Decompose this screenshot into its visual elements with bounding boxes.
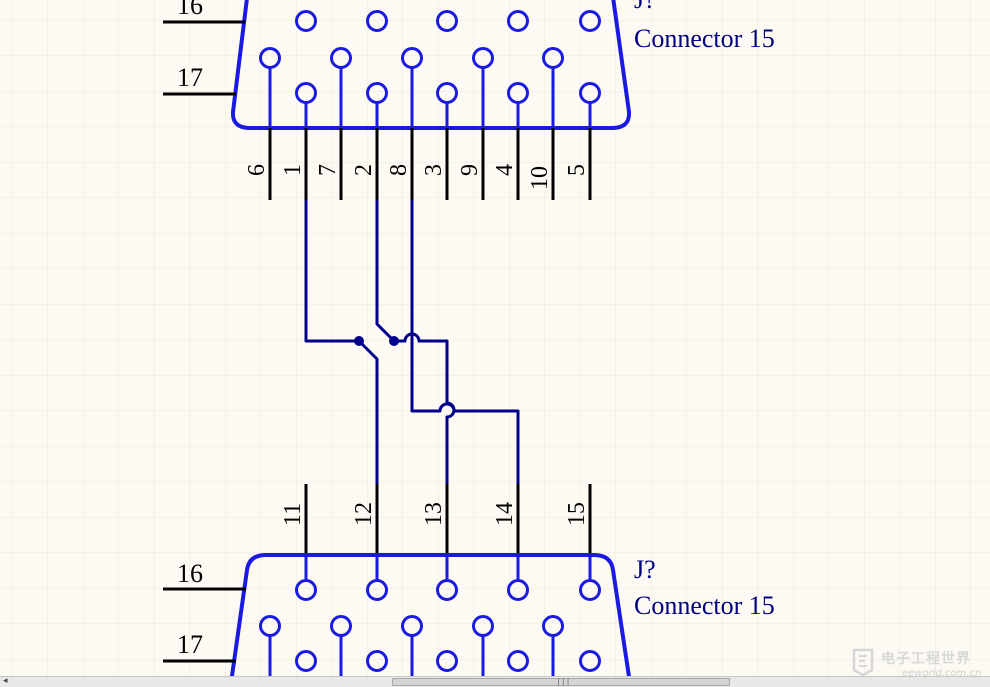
top-connector-outline (230, 0, 632, 130)
wire-pin2-to-pin13 (375, 200, 456, 485)
top-pin-label-4: 4 (492, 164, 518, 176)
top-pin-label-5: 5 (564, 164, 590, 176)
junction-dot (389, 336, 399, 346)
top-connector-pin-labels: 6 1 7 2 8 3 9 4 10 5 (244, 164, 590, 190)
top-connector-designator: J? (634, 0, 656, 14)
bottom-connector[interactable]: 11 12 13 14 15 16 17 J? Connector 15 (163, 484, 775, 676)
bottom-connector-pin-stubs (268, 556, 592, 676)
top-pin-label-3: 3 (421, 164, 447, 176)
horizontal-scrollbar[interactable]: ◂ ||| (0, 676, 990, 687)
bottom-pin-label-13: 13 (421, 502, 447, 526)
bottom-connector-outline (229, 553, 631, 676)
top-connector[interactable]: 6 1 7 2 8 3 9 4 10 5 16 17 J? Connector … (163, 0, 775, 200)
bottom-connector-pin-circles (259, 579, 601, 672)
bottom-connector-pin-labels: 11 12 13 14 15 (280, 502, 590, 526)
bottom-pin-label-11: 11 (280, 503, 306, 526)
top-pin-label-10: 10 (527, 166, 553, 190)
junction-dot (354, 336, 364, 346)
bottom-side-pin-label-17: 17 (177, 630, 203, 659)
eeworld-logo-icon (852, 648, 874, 676)
wire-pin3-to-pin14 (410, 200, 520, 485)
wire-junctions (354, 336, 399, 346)
top-connector-side-pins (163, 20, 245, 96)
top-side-pin-label-17: 17 (177, 63, 203, 92)
scrollbar-thumb[interactable] (392, 678, 730, 686)
top-pin-label-2: 2 (351, 164, 377, 176)
top-connector-comment: Connector 15 (634, 24, 775, 53)
top-pin-label-6: 6 (244, 164, 270, 176)
scrollbar-grip-icon: ||| (556, 677, 571, 686)
top-pin-label-7: 7 (315, 164, 341, 176)
bottom-connector-pins (304, 484, 592, 556)
bottom-connector-comment: Connector 15 (634, 591, 775, 620)
bottom-pin-label-14: 14 (492, 502, 518, 526)
top-pin-label-1: 1 (280, 164, 306, 176)
top-connector-pins (268, 128, 592, 200)
top-side-pin-label-16: 16 (177, 0, 203, 20)
scroll-left-arrow-icon[interactable]: ◂ (3, 676, 8, 686)
top-pin-label-8: 8 (386, 164, 412, 176)
eeworld-watermark: 电子工程世界 eeworld.com.cn (850, 646, 986, 682)
top-pin-label-9: 9 (457, 164, 483, 176)
bottom-pin-label-15: 15 (564, 502, 590, 526)
bottom-connector-side-pins (163, 587, 246, 663)
bottom-side-pin-label-16: 16 (177, 559, 203, 588)
bottom-pin-label-12: 12 (351, 502, 377, 526)
watermark-brand-text: 电子工程世界 (881, 651, 971, 667)
watermark-url-text: eeworld.com.cn (902, 668, 982, 679)
top-connector-pin-stubs (268, 67, 592, 128)
bottom-connector-designator: J? (634, 555, 656, 584)
